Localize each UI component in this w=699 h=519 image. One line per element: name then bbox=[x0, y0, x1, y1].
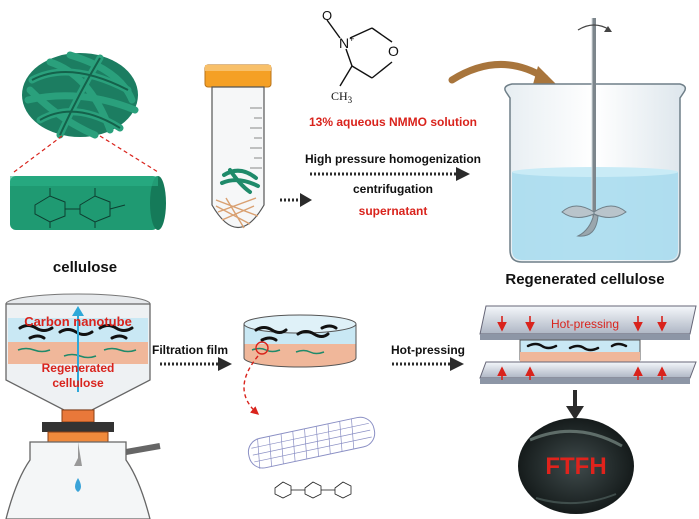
beaker-stirrer-icon bbox=[504, 18, 687, 263]
product-arrow bbox=[566, 390, 584, 420]
carbon-nanotube-label: Carbon nanotube bbox=[24, 314, 132, 329]
centrifugation-label: centrifugation bbox=[353, 182, 433, 196]
ftfh-label: FTFH bbox=[545, 453, 606, 480]
hot-pressing-step-label: Hot-pressing bbox=[391, 343, 465, 357]
nmmo-solution-label: 13% aqueous NMMO solution bbox=[309, 115, 477, 129]
process-arrow-top bbox=[310, 167, 470, 181]
molecule-n-plus: N+ bbox=[339, 34, 354, 51]
film-disk-icon bbox=[243, 314, 357, 415]
stir-input-arrow bbox=[448, 61, 556, 88]
regenerated-cellulose-funnel-label-1: Regenerated bbox=[42, 361, 115, 375]
regenerated-cellulose-label: Regenerated cellulose bbox=[505, 271, 664, 288]
centrifuge-tube-icon bbox=[204, 64, 272, 229]
cellulose-fiber-bundle-icon bbox=[22, 51, 139, 139]
molecule-o-minus: O bbox=[322, 8, 332, 23]
hot-press-icon bbox=[479, 305, 697, 384]
zoom-line-left bbox=[13, 135, 63, 173]
molecule-methyl: CH3 bbox=[331, 89, 353, 105]
filtration-arrow bbox=[160, 357, 232, 371]
filtration-film-label: Filtration film bbox=[152, 343, 228, 357]
carbon-nanotube-icon bbox=[247, 416, 376, 499]
molecule-ring-o: O bbox=[388, 43, 399, 59]
vacuum-filtration-icon bbox=[5, 293, 161, 519]
regenerated-cellulose-funnel-label-2: cellulose bbox=[52, 376, 104, 390]
hot-pressing-arrow bbox=[392, 357, 464, 371]
zoom-line-right bbox=[99, 135, 159, 173]
supernatant-label: supernatant bbox=[359, 204, 428, 218]
cellulose-label: cellulose bbox=[53, 259, 117, 276]
ftfh-film-icon bbox=[518, 418, 634, 514]
hot-pressing-plate-label: Hot-pressing bbox=[551, 317, 619, 331]
homogenization-label: High pressure homogenization bbox=[305, 152, 481, 166]
cellulose-cylinder-icon bbox=[10, 176, 166, 230]
tube-arrow bbox=[280, 193, 312, 207]
nmmo-molecule-icon bbox=[326, 19, 393, 87]
